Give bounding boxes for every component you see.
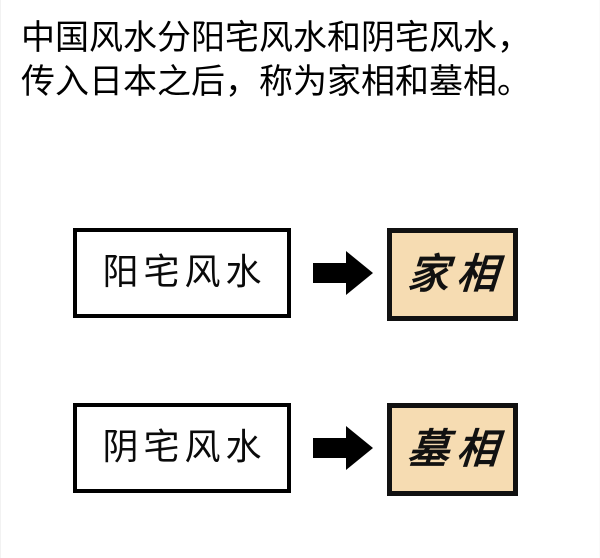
- target-box-label: 墓相: [405, 425, 508, 473]
- right-arrow-icon: [313, 249, 373, 297]
- source-box-label: 阴宅风水: [102, 427, 267, 468]
- source-box-yinzhai: 阴宅风水: [73, 403, 291, 493]
- right-arrow-icon: [313, 424, 373, 472]
- target-box-kaso: 家相: [387, 228, 518, 321]
- target-box-label: 家相: [405, 250, 508, 298]
- target-box-boso: 墓相: [387, 403, 518, 496]
- diagram-row-1: 阳宅风水 家相: [1, 228, 599, 328]
- diagram-row-2: 阴宅风水 墓相: [1, 403, 599, 503]
- source-box-label: 阳宅风水: [102, 252, 267, 293]
- header-paragraph: 中国风水分阳宅风水和阴宅风水， 传入日本之后，称为家相和墓相。: [21, 18, 531, 102]
- source-box-yangzhai: 阳宅风水: [73, 228, 291, 318]
